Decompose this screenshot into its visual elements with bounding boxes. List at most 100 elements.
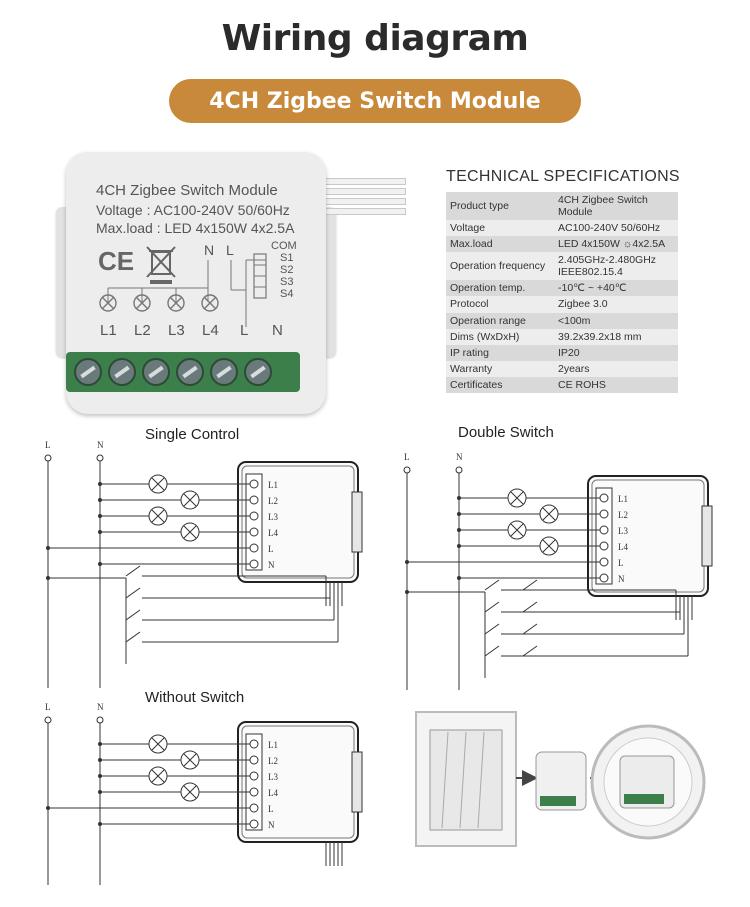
spec-key: Max.load [446,236,554,253]
spec-value: <100m [554,312,678,329]
double-switch-title: Double Switch [458,424,554,441]
terminal-screw [74,358,102,386]
module-terminal-label: N [272,322,283,339]
spec-value: Zigbee 3.0 [554,296,678,313]
junction [457,528,461,532]
rail-label-N: N [456,452,463,462]
module-n-label: N [204,242,215,258]
spec-key: Operation frequency [446,252,554,281]
terminal-label: L3 [268,772,278,782]
rail-terminal [403,466,411,474]
module-terminal-label: L [240,322,249,339]
switch-symbol [522,645,538,657]
terminal-screw-symbol [249,543,259,553]
spec-key: IP rating [446,344,554,361]
terminal-screw-symbol [249,739,259,749]
terminal-screw [210,358,238,386]
switch-symbol [484,601,500,613]
terminal-label: N [268,560,275,570]
lamp-cross [510,523,524,537]
table-row: Dims (WxDxH)39.2x39.2x18 mm [446,328,678,345]
lamp-cross [542,539,556,553]
terminal-screw-symbol [249,527,259,537]
lamp-cross [183,525,197,539]
switch-symbol [125,565,141,577]
junction [98,530,102,534]
module-small-icon [535,751,587,811]
spec-value: 4CH Zigbee Switch Module [554,192,678,221]
spec-title: TECHNICAL SPECIFICATIONS [446,168,680,185]
module-s2-label: S2 [280,264,294,276]
module-terminal-label: L4 [202,322,219,339]
switch-symbol [484,579,500,591]
junction [98,482,102,486]
module-symbol-clip [351,491,363,553]
spec-key: Dims (WxDxH) [446,328,554,345]
terminal-screw-symbol [249,771,259,781]
spec-key: Product type [446,192,554,221]
terminal-label: L4 [618,542,628,552]
terminal-label: L3 [268,512,278,522]
terminal-label: L4 [268,528,278,538]
junction [405,590,409,594]
terminal-screw-symbol [249,511,259,521]
module-symbol-clip [351,751,363,813]
lamp-cross [151,509,165,523]
module-terminal-label: L2 [134,322,151,339]
switch-symbol [484,645,500,657]
switch-symbol [522,623,538,635]
terminal-label: L [618,558,624,568]
junction [98,562,102,566]
terminal-screw-symbol [249,787,259,797]
module-maxload: Max.load : LED 4x150W 4x2.5A [96,220,295,236]
terminal-screw-symbol [249,755,259,765]
switch-symbol [484,623,500,635]
terminal-label: L1 [618,494,628,504]
spec-key: Operation temp. [446,280,554,297]
lamp-cross [183,753,197,767]
module-s3-label: S3 [280,276,294,288]
module-voltage: Voltage : AC100-240V 50/60Hz [96,202,290,218]
module-terminal-label: L3 [168,322,185,339]
terminal-label: L [268,544,274,554]
junction [98,822,102,826]
lamp-cross [542,507,556,521]
lamp-cross [183,493,197,507]
module-s1-label: S1 [280,252,294,264]
switch-symbol [522,579,538,591]
terminal-screw [142,358,170,386]
lamp-cross [151,477,165,491]
module-name: 4CH Zigbee Switch Module [96,182,278,199]
rail-label-L: L [45,440,51,450]
terminal-screw-symbol [249,479,259,489]
wall-switch-icon [429,729,503,831]
single-control-title: Single Control [145,426,240,443]
terminal-screw-symbol [599,573,609,583]
switch-symbol [125,609,141,621]
terminal-label: L2 [268,756,278,766]
lamp-cross [510,491,524,505]
weee-bin-icon [146,246,176,284]
terminal-screw-symbol [249,559,259,569]
terminal-block [66,352,300,392]
spec-value: IP20 [554,344,678,361]
rail-label-L: L [404,452,410,462]
rail-terminal [455,466,463,474]
switch-symbol [125,631,141,643]
junction [457,512,461,516]
terminal-screw [244,358,272,386]
lamp-cross [151,769,165,783]
table-row: Operation temp.-10℃ ~ +40℃ [446,280,678,297]
terminal-label: L2 [618,510,628,520]
module-symbol-clip [701,505,713,567]
junction [98,514,102,518]
spec-key: Certificates [446,376,554,393]
installation-illustration [415,711,706,847]
